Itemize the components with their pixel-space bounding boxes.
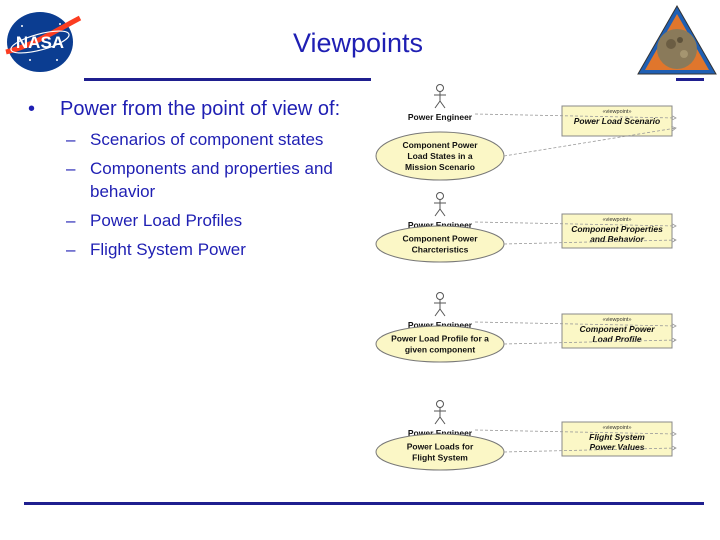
sub-bullet: – Flight System Power xyxy=(28,238,358,261)
sub-bullet: – Scenarios of component states xyxy=(28,128,358,151)
actor-label: Power Engineer xyxy=(408,428,473,438)
title-underline xyxy=(84,78,371,81)
actor-leg xyxy=(434,100,441,109)
sub-bullet-text: Components and properties and behavior xyxy=(90,159,333,201)
actor-leg xyxy=(439,100,446,109)
mission-patch-logo xyxy=(636,4,718,76)
actor-head xyxy=(436,292,444,300)
actor-dependency-arrow xyxy=(474,113,677,119)
actor-head xyxy=(436,400,444,408)
nasa-logo: NASA xyxy=(2,8,82,74)
actor-dependency-arrow-head xyxy=(671,115,677,121)
use-case-label: Power Load Profile for a xyxy=(391,334,489,344)
sub-bullet: – Components and properties and behavior xyxy=(28,157,358,203)
actor-head xyxy=(436,192,444,200)
viewpoint-label: Load Profile xyxy=(592,334,641,344)
actor-dependency-arrow-head xyxy=(671,323,677,329)
viewpoint-label: and Behavior xyxy=(590,234,645,244)
sub-bullet: – Power Load Profiles xyxy=(28,209,358,232)
viewpoint-label: Flight System xyxy=(589,432,645,442)
use-case-label: Load States in a xyxy=(407,151,472,161)
actor-leg xyxy=(439,308,446,317)
bullet-list: • Power from the point of view of: – Sce… xyxy=(28,96,358,267)
bullet-main: • Power from the point of view of: xyxy=(28,96,358,122)
sub-bullet-dash: – xyxy=(66,240,76,259)
use-case-label: Charcteristics xyxy=(412,245,469,255)
sub-bullet-text: Power Load Profiles xyxy=(90,211,243,230)
sub-bullet-dash: – xyxy=(66,159,76,178)
sub-bullet-text: Flight System Power xyxy=(90,240,246,259)
actor-leg xyxy=(434,308,441,317)
actor-dependency-arrow-head xyxy=(671,223,677,229)
viewpoint-label: Power Load Scenario xyxy=(574,116,660,126)
use-case-label: Power Loads for xyxy=(407,442,474,452)
viewpoint-label: Power Values xyxy=(590,442,645,452)
viewpoint-stereotype: «viewpoint» xyxy=(602,109,631,115)
sub-bullet-dash: – xyxy=(66,130,76,149)
use-case-label: Component Power xyxy=(402,140,478,150)
actor-leg xyxy=(434,208,441,217)
actor-dependency-arrow xyxy=(474,429,677,435)
use-case-label: Component Power xyxy=(402,234,478,244)
usecase-dependency-arrow-head xyxy=(671,237,677,243)
viewpoint-stereotype: «viewpoint» xyxy=(602,425,631,431)
footer-rule xyxy=(24,502,704,505)
usecase-dependency-arrow xyxy=(503,447,677,453)
usecase-dependency-arrow xyxy=(503,127,677,157)
sub-bullet-text: Scenarios of component states xyxy=(90,130,324,149)
usecase-dependency-arrow xyxy=(503,339,677,345)
use-case-label: Flight System xyxy=(412,453,468,463)
usecase-dependency-arrow-head xyxy=(671,337,677,343)
slide-title: Viewpoints xyxy=(292,28,424,58)
actor-dependency-arrow xyxy=(474,321,677,327)
sub-bullet-list: – Scenarios of component states – Compon… xyxy=(28,128,358,261)
actor-head xyxy=(436,84,444,92)
actor-dependency-arrow xyxy=(474,221,677,227)
sub-bullet-dash: – xyxy=(66,211,76,230)
actor-leg xyxy=(439,208,446,217)
actor-leg xyxy=(439,416,446,425)
viewpoint-label: Component Properties xyxy=(571,224,663,234)
viewpoint-stereotype: «viewpoint» xyxy=(602,317,631,323)
viewpoint-box xyxy=(561,105,673,137)
actor-label: Power Engineer xyxy=(408,320,473,330)
svg-text:NASA: NASA xyxy=(16,33,64,52)
usecase-dependency-arrow-head xyxy=(671,125,677,132)
actor-label: Power Engineer xyxy=(408,220,473,230)
usecase-dependency-arrow-head xyxy=(671,445,677,451)
use-case-label: given component xyxy=(405,345,476,355)
bullet-symbol: • xyxy=(28,98,36,120)
usecase-dependency-arrow xyxy=(503,239,677,245)
actor-label: Power Engineer xyxy=(408,112,473,122)
actor-leg xyxy=(434,416,441,425)
viewpoint-stereotype: «viewpoint» xyxy=(602,217,631,223)
bullet-main-text: Power from the point of view of: xyxy=(60,98,341,120)
title-underline-right xyxy=(676,78,704,81)
actor-dependency-arrow-head xyxy=(671,431,677,437)
use-case-label: Mission Scenario xyxy=(405,162,475,172)
viewpoint-label: Component Power xyxy=(579,324,655,334)
